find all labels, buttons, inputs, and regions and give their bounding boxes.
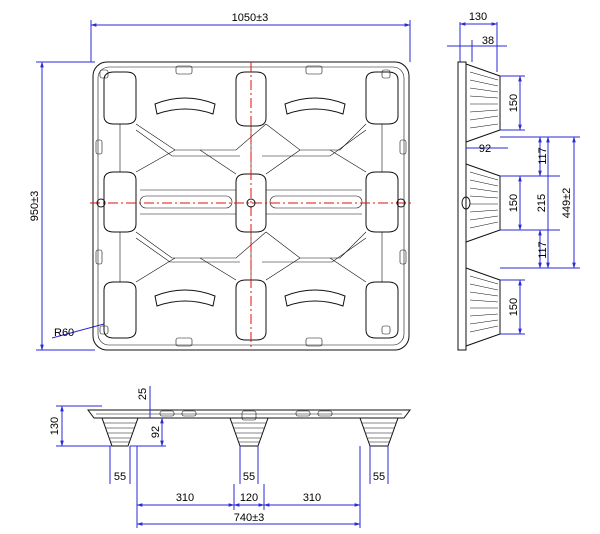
block-bottom-left (103, 281, 137, 339)
side-deck (457, 61, 467, 351)
front-310-right: 310 (303, 492, 321, 504)
front-foot-middle (229, 410, 269, 447)
side-150-label-3: 150 (508, 298, 520, 316)
slot-top-right (284, 97, 346, 115)
center-mark-right (396, 198, 406, 208)
block-top-right (365, 71, 399, 125)
front-view: 130 25 92 55 55 55 310 120 310 740±3 (49, 386, 411, 528)
side-117-label-lower: 117 (537, 241, 549, 259)
front-25-label: 25 (137, 388, 149, 400)
top-view: 1050±3 950±3 R60 (29, 12, 412, 351)
side-foot-middle (461, 163, 501, 243)
front-92-label: 92 (150, 426, 162, 438)
slot-mid-right (269, 195, 363, 209)
side-foot-top (465, 63, 501, 143)
block-bottom-center (235, 279, 267, 341)
block-top-left (103, 71, 137, 125)
deck-slots (159, 410, 333, 417)
front-55-left: 55 (114, 471, 126, 483)
side-foot-bottom (465, 267, 501, 347)
front-55-right: 55 (373, 471, 385, 483)
front-120: 120 (240, 492, 258, 504)
side-130-label: 130 (469, 11, 487, 23)
front-130-label: 130 (49, 417, 61, 435)
rib-network (119, 123, 383, 283)
side-215-label: 215 (536, 194, 548, 212)
side-150-label-1: 150 (508, 94, 520, 112)
side-38-label: 38 (482, 35, 494, 47)
side-117-label-upper: 117 (537, 147, 549, 165)
slot-mid-left (139, 195, 233, 209)
radius-leader (51, 323, 105, 339)
front-55-mid: 55 (243, 471, 255, 483)
side-150-label-2: 150 (508, 194, 520, 212)
block-mid-center (235, 173, 267, 233)
front-deck (87, 409, 411, 419)
front-310-left: 310 (176, 492, 194, 504)
side-view: 130 38 150 92 117 (447, 11, 580, 351)
block-top-center (235, 71, 267, 127)
radius-label: R60 (54, 327, 74, 339)
slot-bottom-left (154, 289, 216, 307)
side-449-label: 449±2 (561, 188, 573, 219)
slot-top-left (154, 97, 216, 115)
center-mark-center (246, 198, 256, 208)
height-dim-label: 950±3 (29, 191, 41, 222)
block-mid-right (365, 171, 399, 233)
side-92-label: 92 (479, 143, 491, 155)
block-bottom-right (365, 281, 399, 339)
edge-tabs (95, 65, 407, 347)
width-dim-label: 1050±3 (232, 12, 269, 24)
front-foot-left (101, 417, 139, 447)
block-mid-left (103, 171, 137, 233)
front-foot-right (359, 417, 399, 447)
front-740-label: 740±3 (234, 512, 265, 524)
center-mark-left (96, 198, 106, 208)
column-blocks (103, 71, 399, 341)
handle-slots (139, 97, 363, 307)
slot-bottom-right (284, 289, 346, 307)
